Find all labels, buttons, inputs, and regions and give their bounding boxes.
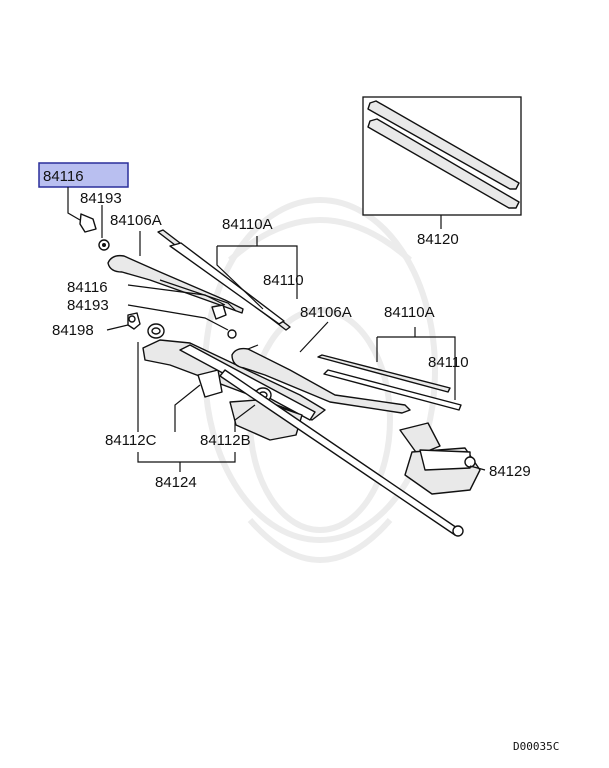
part-number-84116-mid: 84116 (67, 279, 108, 296)
part-number-84198: 84198 (52, 322, 94, 339)
part-number-84110A-left: 84110A (222, 216, 273, 233)
part-number-84106A-left: 84106A (110, 212, 162, 229)
part-number-84124: 84124 (155, 474, 197, 491)
wiper-arm-right (231, 321, 411, 414)
part-number-84110-right: 84110 (428, 354, 469, 371)
part-number-84110-left: 84110 (263, 272, 304, 289)
part-number-84129: 84129 (489, 463, 531, 480)
bottom-leaders (137, 342, 256, 472)
part-number-84193-mid: 84193 (67, 297, 109, 314)
linkage-assembly (142, 323, 464, 537)
part-number-84120: 84120 (417, 231, 459, 248)
part-number-84112B: 84112B (200, 432, 251, 449)
wiper-blade-left (157, 229, 298, 331)
part-number-84193-top: 84193 (80, 190, 122, 207)
part-number-84110A-right: 84110A (384, 304, 435, 321)
part-number-84116-top: 84116 (43, 168, 84, 185)
wiper-blade-right (317, 327, 462, 411)
callout-84116-highlighted[interactable]: 84116 (38, 162, 129, 188)
drawing-code: D00035C (513, 740, 559, 753)
clip-and-bolt-group (106, 284, 237, 339)
wiper-motor (399, 422, 486, 495)
wiper-clip-part (67, 187, 110, 251)
wiper-arm-left (107, 231, 244, 314)
blade-refill-inset (362, 96, 522, 229)
part-number-84112C: 84112C (105, 432, 157, 449)
part-number-84106A-right: 84106A (300, 304, 352, 321)
